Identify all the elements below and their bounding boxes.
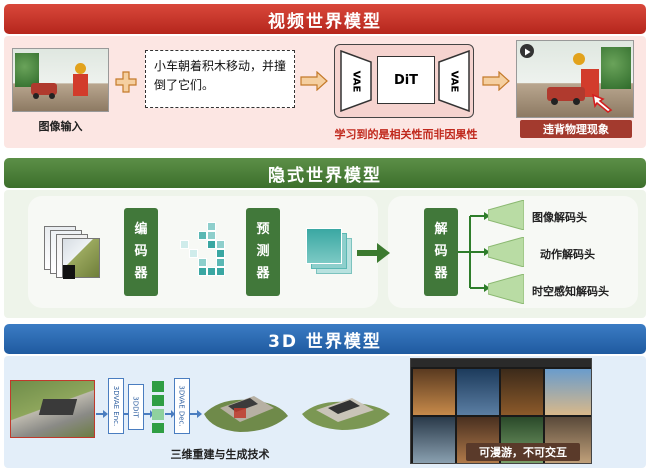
3dvae-decoder-block: 3DVAE Dec. bbox=[174, 378, 190, 434]
predictor-block: 预测器 bbox=[246, 208, 280, 296]
arrow-right-icon bbox=[165, 404, 175, 418]
input-image bbox=[12, 48, 109, 112]
3dvae-encoder-label: 3DVAE Enc. bbox=[112, 385, 120, 427]
vae-decoder-block bbox=[438, 49, 470, 113]
arrow-right-icon bbox=[190, 404, 202, 418]
video-section-title: 视频世界模型 bbox=[268, 11, 382, 32]
threed-section-title: 3D 世界模型 bbox=[268, 331, 382, 352]
head-funnel bbox=[487, 199, 525, 231]
frame-stack-card bbox=[62, 238, 100, 279]
3dvae-decoder-label: 3DVAE Dec. bbox=[178, 385, 186, 427]
latent-tokens-grid bbox=[180, 222, 228, 276]
aerial-scene-image bbox=[10, 380, 95, 438]
3dvae-encoder-block: 3DVAE Enc. bbox=[108, 378, 124, 434]
violation-arrow-icon bbox=[591, 93, 615, 113]
dit-block: DiT bbox=[377, 56, 435, 104]
play-icon[interactable] bbox=[520, 44, 534, 58]
prompt-text-box: 小车朝着积木移动，并撞倒了它们。 bbox=[145, 50, 295, 108]
video-section-title-bar: 视频世界模型 bbox=[4, 4, 646, 34]
head-funnel bbox=[487, 236, 525, 268]
threed-section-title-bar: 3D 世界模型 bbox=[4, 324, 646, 354]
output-image bbox=[516, 40, 634, 118]
collage-toolbar bbox=[411, 359, 591, 367]
roaming-caption: 可漫游，不可交互 bbox=[479, 446, 567, 459]
roaming-caption-box: 可漫游，不可交互 bbox=[466, 443, 580, 461]
encoder-block: 编码器 bbox=[124, 208, 158, 296]
encoder-label: 编码器 bbox=[134, 222, 148, 281]
dit-label: DiT bbox=[393, 72, 419, 88]
arrow-right-icon bbox=[144, 404, 154, 418]
arrow-right-icon bbox=[482, 70, 510, 92]
plus-icon bbox=[114, 70, 138, 94]
3ddit-label: 3DDiT bbox=[132, 396, 140, 418]
arrow-right-icon bbox=[300, 70, 328, 92]
reconstructed-3d-model bbox=[200, 378, 292, 436]
arrow-right-icon bbox=[96, 404, 108, 418]
vae-encoder-label: VAE bbox=[350, 70, 362, 92]
3ddit-block: 3DDiT bbox=[128, 384, 144, 430]
latent-token-column bbox=[152, 381, 164, 433]
warning-text: 学习到的是相关性而非因果性 bbox=[334, 128, 478, 141]
output-label: 违背物理现象 bbox=[543, 123, 609, 136]
action-decoder-head-label: 动作解码头 bbox=[540, 248, 595, 261]
implicit-section-title: 隐式世界模型 bbox=[268, 165, 382, 186]
head-funnel bbox=[487, 273, 525, 305]
prompt-text: 小车朝着积木移动，并撞倒了它们。 bbox=[154, 59, 287, 92]
decoder-block: 解码器 bbox=[424, 208, 458, 296]
generated-3d-model bbox=[300, 384, 392, 434]
vae-encoder-block bbox=[340, 49, 372, 113]
spatiotemporal-decoder-head-label: 时空感知解码头 bbox=[532, 285, 609, 298]
input-image-label: 图像输入 bbox=[38, 120, 83, 133]
predicted-tokens-grid bbox=[306, 228, 354, 276]
implicit-section-title-bar: 隐式世界模型 bbox=[4, 158, 646, 188]
decoder-label: 解码器 bbox=[434, 222, 448, 281]
predictor-label: 预测器 bbox=[256, 222, 270, 281]
arrow-right-icon bbox=[357, 242, 391, 264]
vae-decoder-label: VAE bbox=[448, 70, 460, 92]
reconstruction-caption: 三维重建与生成技术 bbox=[170, 448, 270, 461]
output-label-box: 违背物理现象 bbox=[520, 120, 632, 138]
decoder-head-connectors bbox=[458, 210, 490, 294]
image-decoder-head-label: 图像解码头 bbox=[532, 211, 587, 224]
